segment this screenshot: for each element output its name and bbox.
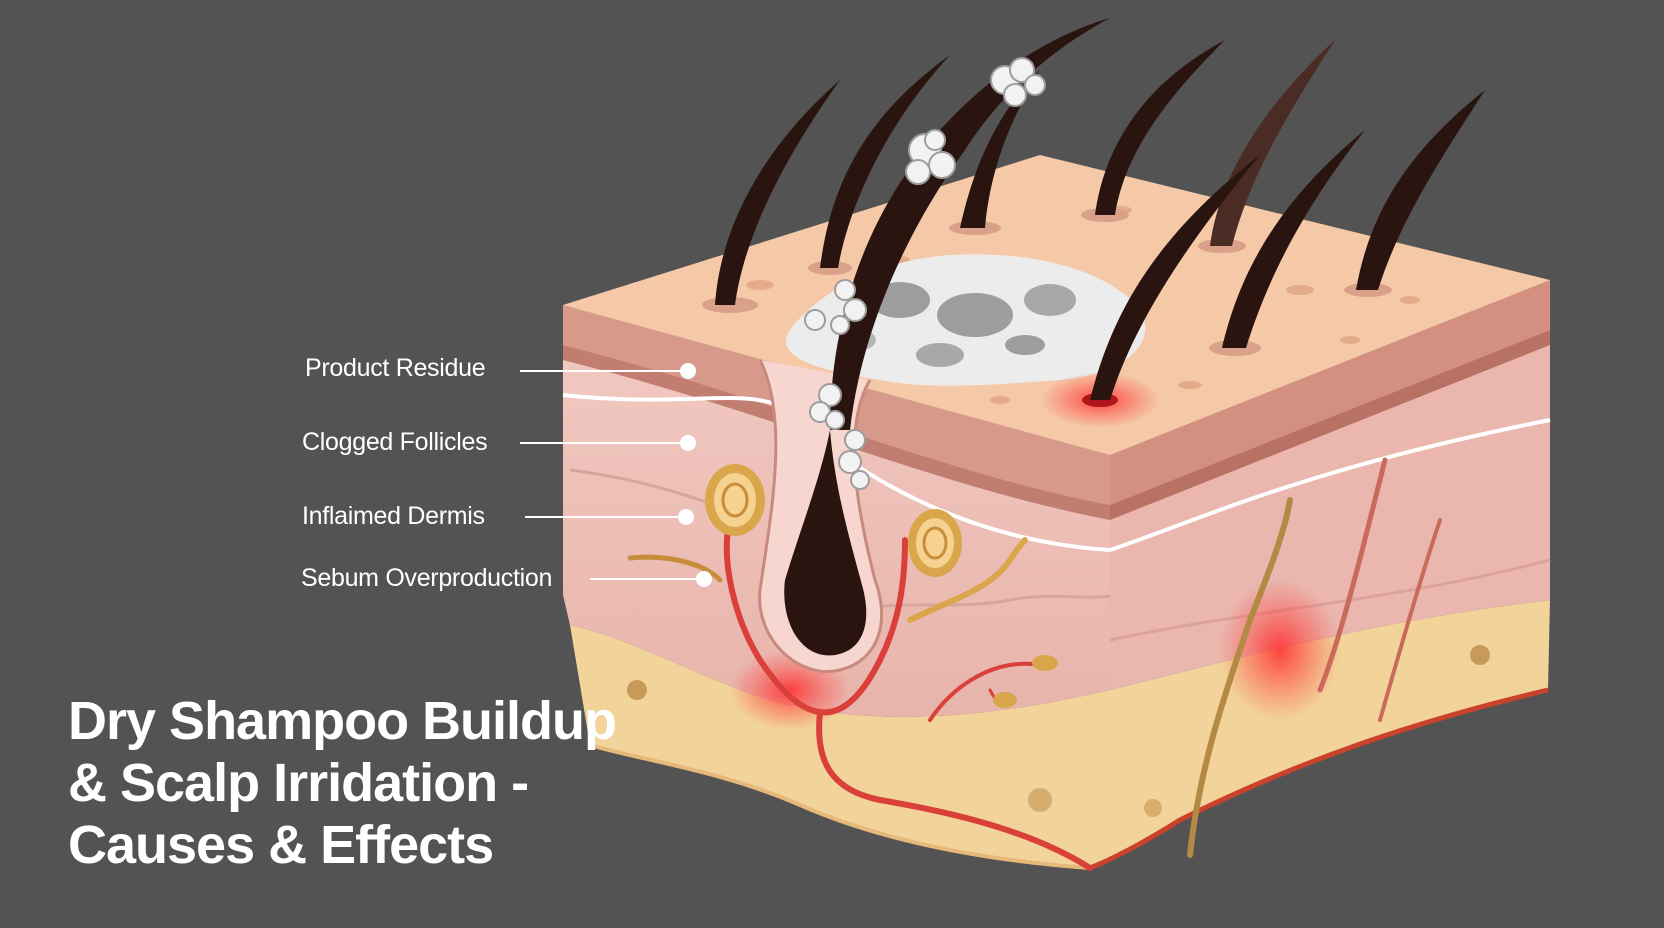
title-line: & Scalp Irridation - [68, 753, 529, 813]
diagram-title: Dry Shampoo Buildup & Scalp Irridation -… [68, 690, 688, 876]
hairs [702, 18, 1485, 430]
label-clogged-follicles: Clogged Follicles [302, 428, 488, 456]
fat-cell [1144, 799, 1162, 817]
leader-lines [520, 363, 712, 587]
leader-dot-inflamed-dermis [678, 509, 694, 525]
leader-dot-sebum-overproduction [696, 571, 712, 587]
fat-cell [627, 680, 647, 700]
nerves [627, 497, 1293, 858]
fat-cell [1470, 645, 1490, 665]
sebaceous-gland-left [705, 464, 765, 536]
label-product-residue: Product Residue [305, 354, 486, 382]
sebaceous-gland-right [908, 509, 962, 577]
residue-clumps [804, 57, 1046, 490]
dermis-side [1109, 280, 1551, 690]
title-line: Causes & Effects [68, 815, 494, 875]
fat-cell [1028, 788, 1052, 812]
label-sebum-overproduction: Sebum Overproduction [301, 564, 553, 592]
leader-dot-clogged-follicles [680, 435, 696, 451]
leader-dot-product-residue [680, 363, 696, 379]
title-line: Dry Shampoo Buildup [68, 691, 617, 751]
label-inflamed-dermis: Inflaimed Dermis [302, 502, 485, 530]
